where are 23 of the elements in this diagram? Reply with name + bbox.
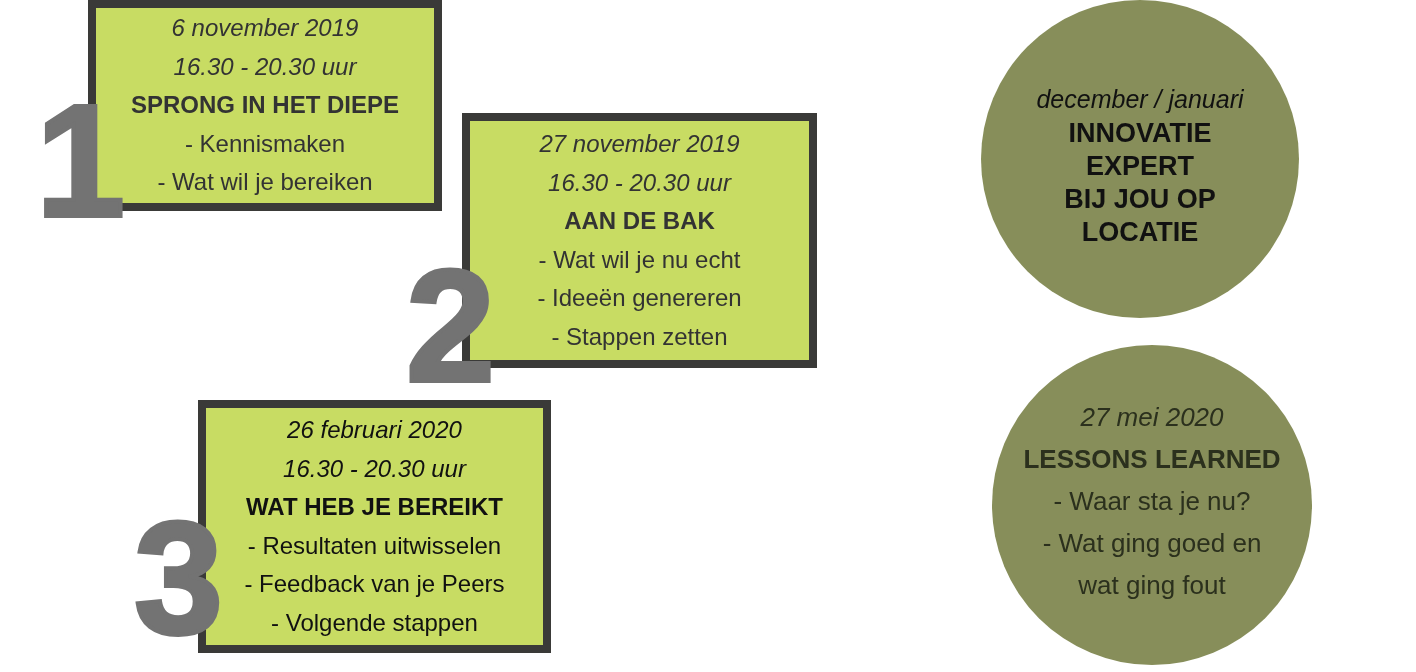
time-text: 16.30 - 20.30 uur [283, 453, 466, 484]
agenda-item: - Stappen zetten [551, 321, 728, 352]
time-text: 16.30 - 20.30 uur [548, 167, 731, 198]
session-title: SPRONG IN HET DIEPE [130, 90, 399, 121]
agenda-item: - Wat wil je nu echt [538, 244, 741, 275]
time-text: 16.30 - 20.30 uur [173, 51, 357, 82]
agenda-item: - Wat wil je bereiken [157, 167, 373, 198]
session-title: AAN DE BAK [564, 206, 715, 236]
session-title: INNOVATIE EXPERT BIJ JOU OP LOCATIE [1063, 117, 1217, 249]
agenda-item: - Feedback van je Peers [244, 569, 505, 599]
agenda-item: - Waar sta je nu? [1053, 485, 1251, 518]
agenda-item: - Resultaten uitwisselen [247, 530, 502, 561]
date-text: 27 mei 2020 [1080, 401, 1224, 434]
session-title: LESSONS LEARNED [1023, 443, 1281, 476]
agenda-item: - Volgende stappen [271, 607, 478, 638]
date-text: 26 februari 2020 [287, 415, 462, 445]
date-text: 6 november 2019 [171, 13, 359, 44]
agenda-item: - Ideeën genereren [537, 283, 742, 313]
session-title: WAT HEB JE BEREIKT [246, 492, 503, 522]
date-text: december / januari [1036, 84, 1244, 115]
agenda-item: - Kennismaken [184, 128, 346, 159]
date-text: 27 november 2019 [539, 129, 740, 159]
agenda-item: - Wat ging goed en wat ging fout [1041, 527, 1263, 602]
